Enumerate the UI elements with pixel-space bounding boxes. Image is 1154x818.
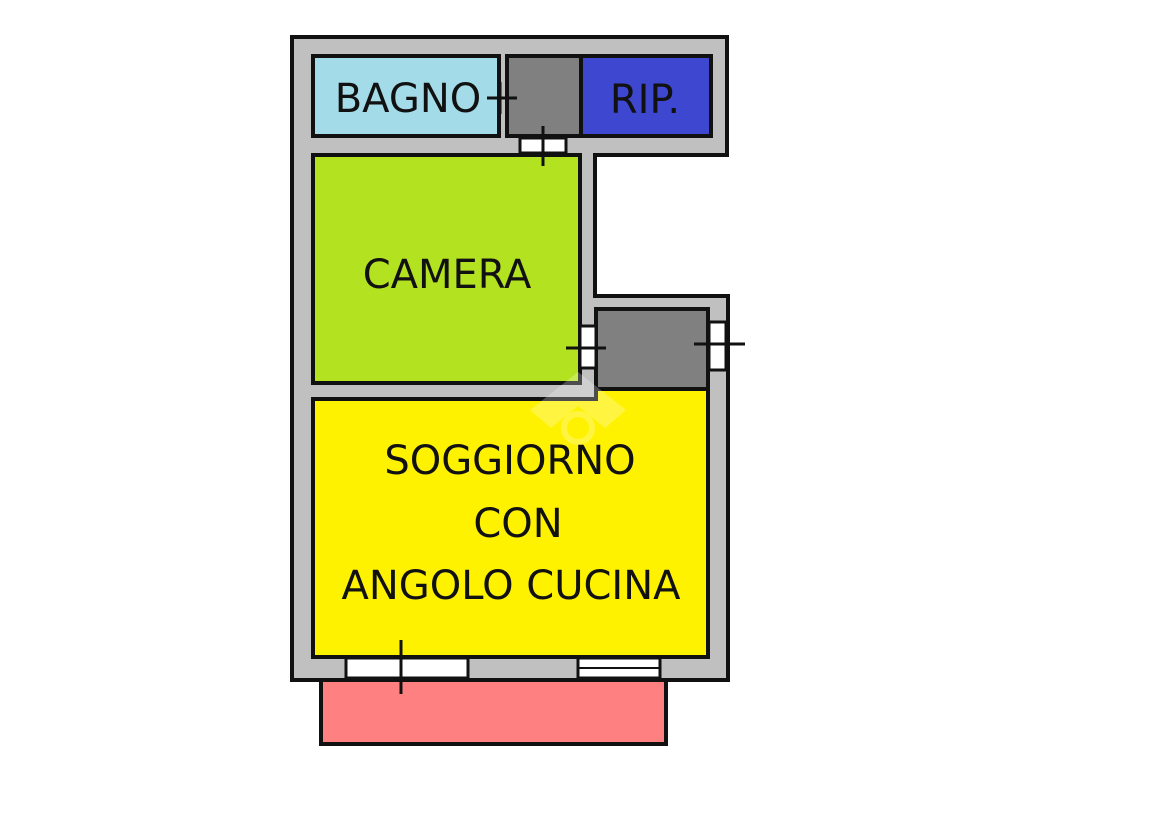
label-soggiorno-line-1: SOGGIORNO xyxy=(384,438,635,484)
label-soggiorno-line-3: ANGOLO CUCINA xyxy=(341,563,681,609)
window-soggiorno-left xyxy=(344,656,470,680)
label-soggiorno-line-2: CON xyxy=(473,501,562,547)
room-bagno xyxy=(311,54,501,138)
room-soggiorno xyxy=(311,387,710,659)
room-corridor-entry xyxy=(594,307,710,393)
door-swing-marks xyxy=(399,82,745,694)
label-ripostiglio: RIP. xyxy=(610,77,680,123)
balcony xyxy=(319,678,668,746)
label-bagno: BAGNO xyxy=(335,76,482,122)
watermark-logo xyxy=(530,372,626,445)
room-camera xyxy=(311,153,582,385)
room-corridor-top xyxy=(505,54,587,138)
room-ripostiglio xyxy=(579,54,713,138)
door-entry xyxy=(707,320,728,372)
label-camera: CAMERA xyxy=(363,252,532,298)
